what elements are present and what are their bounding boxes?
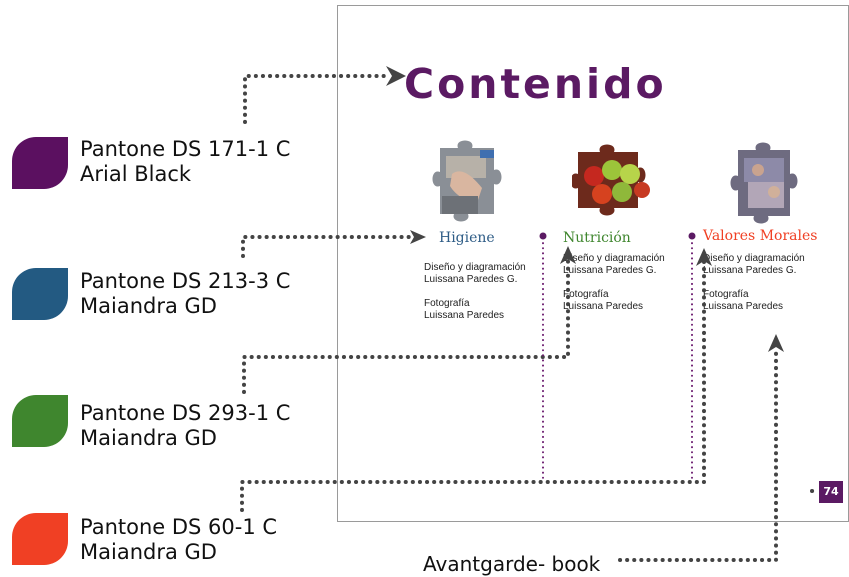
credit-name: Luissana Paredes: [424, 310, 505, 321]
font-label: Arial Black: [80, 162, 192, 186]
column-rule-1-dot: [539, 232, 547, 240]
credit-role: Diseño y diagramación: [563, 253, 665, 264]
connector-nutricion: [242, 256, 570, 394]
pantone-label: Pantone DS 213-3 C: [80, 269, 291, 293]
credit-name: Luissana Paredes: [703, 301, 784, 312]
font-annotation-label: Avantgarde- book: [423, 552, 601, 576]
font-label: Maiandra GD: [80, 294, 217, 318]
puzzle-photo-higiene: [432, 140, 502, 222]
credit-name: Luissana Paredes G.: [563, 265, 657, 276]
connector-higiene: [241, 235, 414, 258]
column-rule-2-dot: [688, 232, 696, 240]
section-title-valores: Valores Morales: [703, 228, 818, 244]
page-title: Contenido: [404, 60, 667, 108]
credit-role: Fotografía: [563, 289, 609, 300]
swatch-green: [12, 395, 68, 447]
connector-avantgarde: [618, 346, 778, 562]
puzzle-photo-nutricion: [572, 144, 650, 216]
credit-role: Fotografía: [703, 289, 749, 300]
puzzle-photo-valores: [730, 142, 798, 224]
arrow-title: [386, 66, 406, 86]
swatch-purple: [12, 137, 68, 189]
section-title-higiene: Higiene: [439, 230, 495, 246]
font-label: Maiandra GD: [80, 426, 217, 450]
section-title-nutricion: Nutrición: [563, 230, 631, 246]
connector-title: [243, 74, 392, 124]
font-label: Maiandra GD: [80, 540, 217, 564]
page-number-badge: 74: [819, 481, 843, 503]
arrow-valores: [696, 248, 712, 266]
credit-name: Luissana Paredes G.: [703, 265, 797, 276]
credit-role: Fotografía: [424, 298, 470, 309]
arrow-avantgarde: [768, 334, 784, 352]
pantone-label: Pantone DS 60-1 C: [80, 515, 278, 539]
credit-role: Diseño y diagramación: [703, 253, 805, 264]
swatch-blue: [12, 268, 68, 320]
arrow-higiene: [410, 230, 426, 244]
pantone-label: Pantone DS 171-1 C: [80, 137, 291, 161]
credit-name: Luissana Paredes G.: [424, 274, 518, 285]
arrow-nutricion: [560, 246, 576, 264]
credit-name: Luissana Paredes: [563, 301, 644, 312]
connector-valores: [240, 258, 706, 512]
swatch-red: [12, 513, 68, 565]
pantone-label: Pantone DS 293-1 C: [80, 401, 291, 425]
credit-role: Diseño y diagramación: [424, 262, 526, 273]
